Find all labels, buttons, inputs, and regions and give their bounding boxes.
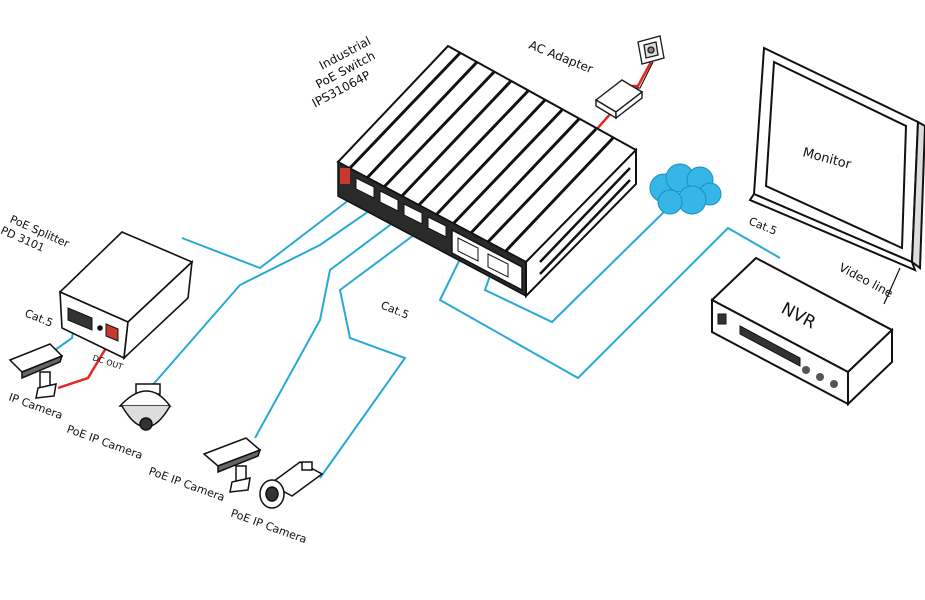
poe-camera-label-2: PoE IP Camera xyxy=(147,465,227,505)
cable-switch-to-bullet-camera xyxy=(254,209,411,439)
poe-splitter-icon xyxy=(58,231,194,361)
poe-camera-label-3: PoE IP Camera xyxy=(229,507,309,547)
cat5-nvr-label: Cat.5 xyxy=(747,215,779,238)
barrel-camera-icon xyxy=(259,461,324,509)
cable-switch-to-nvr xyxy=(438,226,781,380)
bullet-camera-icon-2 xyxy=(202,437,262,493)
switch-poe-ports xyxy=(355,177,447,238)
switch-label: Industrial PoE Switch IPS31064P xyxy=(310,34,378,111)
ip-camera-label: IP Camera xyxy=(7,391,65,423)
cat5-mid-label: Cat.5 xyxy=(379,299,411,322)
switch-brand-label xyxy=(340,168,350,184)
power-cable-splitter-to-camera xyxy=(57,337,114,390)
cable-switch-to-barrel-camera xyxy=(319,219,435,479)
splitter-label: PoE Splitter PD 3101 xyxy=(0,213,72,255)
cat5-cables xyxy=(54,189,781,479)
video-line-label: Video line xyxy=(837,260,896,300)
cable-switch-to-cloud xyxy=(483,207,669,324)
bullet-camera-icon xyxy=(8,343,64,399)
cloud-network-icon xyxy=(649,163,722,215)
dome-camera-icon xyxy=(118,383,172,431)
ac-adapter-icon xyxy=(594,79,644,120)
video-line xyxy=(883,267,901,305)
cable-switch-to-splitter xyxy=(181,189,363,270)
wall-outlet-icon xyxy=(637,35,665,65)
cat5-splitter-label: Cat.5 xyxy=(23,307,55,330)
monitor-icon xyxy=(748,46,925,272)
nvr-icon xyxy=(710,256,894,407)
ac-adapter-label: AC Adapter xyxy=(527,38,595,76)
poe-camera-label-1: PoE IP Camera xyxy=(65,423,145,463)
cable-switch-to-dome-camera xyxy=(149,199,386,389)
power-cable-adapter-to-switch xyxy=(595,111,613,131)
poe-switch-icon xyxy=(336,44,638,299)
